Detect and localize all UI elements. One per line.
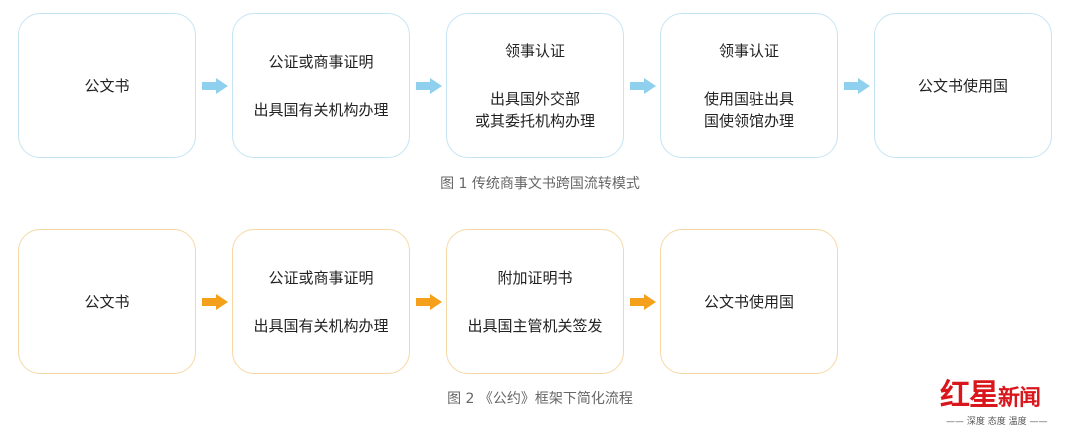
box-label: 出具国外交部 (489, 89, 580, 108)
logo-slogan: —— 深度 态度 温度 —— (946, 417, 1048, 427)
box-label: 出具国主管机关签发 (467, 316, 603, 335)
flow-box-consular-auth-2: 领事认证使用国驻出具国使领馆办理 (660, 13, 838, 158)
arrow-right-icon (416, 294, 442, 310)
flow-box-notarization: 公证或商事证明出具国有关机构办理 (232, 229, 410, 374)
watermark-logo: 红星新闻 —— 深度 态度 温度 —— (940, 370, 1080, 427)
flow-box-consular-auth-1: 领事认证出具国外交部或其委托机构办理 (446, 13, 624, 158)
box-title: 公证或商事证明 (268, 268, 374, 287)
flow-box-apostille: 附加证明书出具国主管机关签发 (446, 229, 624, 374)
box-label: 公文书 (84, 292, 130, 311)
box-title: 领事认证 (718, 41, 779, 60)
box-title: 领事认证 (504, 41, 565, 60)
box-label: 国使领馆办理 (703, 111, 794, 130)
figure-caption: 图 2 《公约》框架下简化流程 (447, 391, 633, 407)
box-label: 或其委托机构办理 (474, 111, 595, 130)
logo-name: 红星 (940, 378, 999, 413)
flow-box-destination: 公文书使用国 (660, 229, 838, 374)
box-label: 公文书使用国 (703, 292, 794, 311)
arrow-right-icon (202, 294, 228, 310)
box-title: 公证或商事证明 (268, 52, 374, 71)
flow-box-document: 公文书 (18, 229, 196, 374)
arrow-right-icon (630, 294, 656, 310)
flow-box-notarization: 公证或商事证明出具国有关机构办理 (232, 13, 410, 158)
box-label: 公文书 (84, 76, 130, 95)
box-label: 使用国驻出具 (703, 89, 794, 108)
flow-box-document: 公文书 (18, 13, 196, 158)
box-label: 出具国有关机构办理 (253, 100, 389, 119)
arrow-right-icon (844, 78, 870, 94)
figure-caption: 图 1 传统商事文书跨国流转模式 (440, 176, 640, 192)
box-label: 公文书使用国 (917, 76, 1008, 95)
arrow-right-icon (202, 78, 228, 94)
flow-box-destination: 公文书使用国 (874, 13, 1052, 158)
arrow-right-icon (630, 78, 656, 94)
logo-name-suffix: 新闻 (998, 385, 1041, 411)
box-label: 出具国有关机构办理 (253, 316, 389, 335)
arrow-right-icon (416, 78, 442, 94)
box-title: 附加证明书 (497, 268, 573, 287)
